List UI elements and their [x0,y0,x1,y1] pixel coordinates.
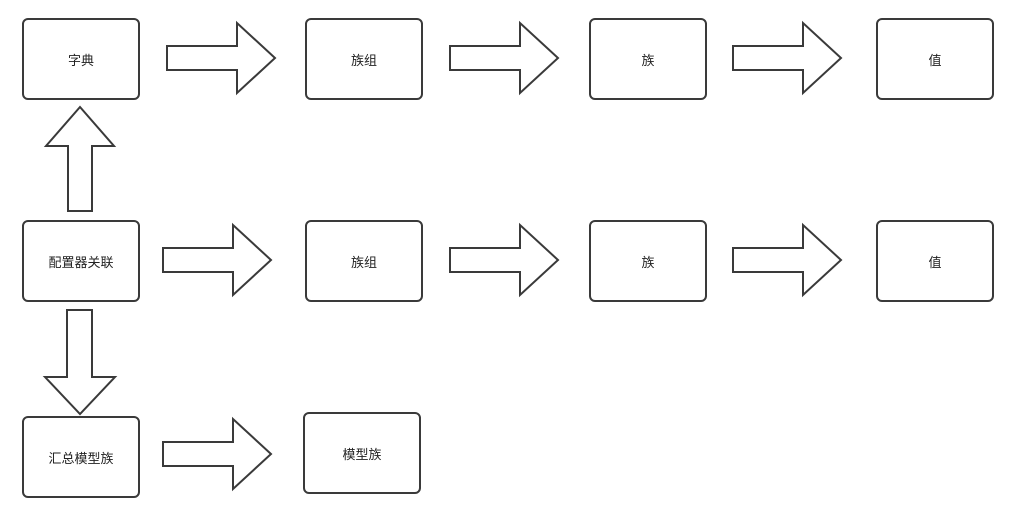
arrow-group-to-family-row1 [449,20,560,96]
arrow-group-to-family-row2 [449,222,560,298]
node-configurator-association-label: 配置器关联 [48,255,114,271]
node-family-row1-label: 族 [641,53,655,69]
arrow-configurator-down-to-summary [42,309,118,416]
node-value-row1: 值 [876,18,994,100]
node-dictionary: 字典 [22,18,140,100]
node-value-row2-label: 值 [928,255,942,271]
arrow-dictionary-to-group [166,20,277,96]
node-family-group-row2: 族组 [305,220,423,302]
node-value-row1-label: 值 [928,53,942,69]
node-dictionary-label: 字典 [67,53,94,69]
node-summary-model-family: 汇总模型族 [22,416,140,498]
node-family-group-row2-label: 族组 [350,255,377,271]
node-family-row1: 族 [589,18,707,100]
node-value-row2: 值 [876,220,994,302]
node-model-family: 模型族 [303,412,421,494]
arrow-family-to-value-row2 [732,222,843,298]
node-configurator-association: 配置器关联 [22,220,140,302]
node-summary-model-family-label: 汇总模型族 [48,451,114,467]
node-model-family-label: 模型族 [342,447,382,463]
node-family-group-row1: 族组 [305,18,423,100]
arrow-configurator-to-group [162,222,273,298]
arrow-family-to-value-row1 [732,20,843,96]
node-family-row2-label: 族 [641,255,655,271]
node-family-group-row1-label: 族组 [350,53,377,69]
arrow-summary-to-model-family [162,416,273,492]
node-family-row2: 族 [589,220,707,302]
arrow-configurator-up-to-dictionary [43,105,117,212]
